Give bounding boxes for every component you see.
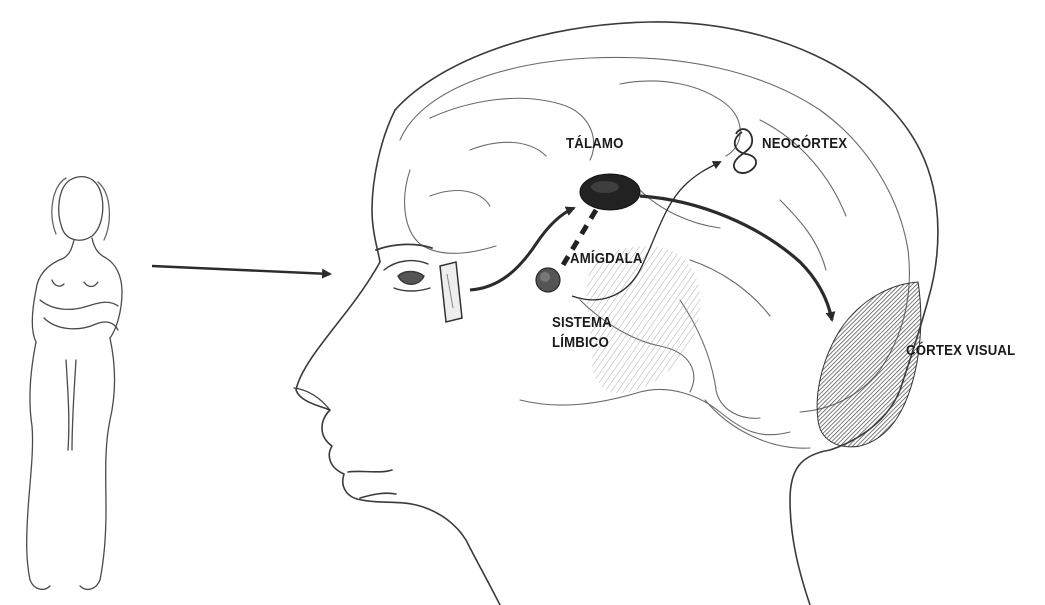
label-neocortex: NEOCÓRTEX xyxy=(762,135,847,152)
amygdala-highlight xyxy=(540,272,550,282)
neocortex-icon xyxy=(734,129,756,173)
visual-input-arrow xyxy=(152,266,330,274)
visual-cortex-region xyxy=(817,282,921,447)
label-talamo: TÁLAMO xyxy=(566,135,624,152)
eye xyxy=(376,244,432,291)
label-sistema-limbico: SISTEMA LÍMBICO xyxy=(552,313,612,353)
label-sistema-line2: LÍMBICO xyxy=(552,333,612,353)
retina-plate xyxy=(440,262,462,322)
thalamus-highlight xyxy=(591,181,619,193)
label-cortex-visual: CÓRTEX VISUAL xyxy=(906,342,1015,359)
label-sistema-line1: SISTEMA xyxy=(552,313,612,333)
woman-figure xyxy=(27,177,122,590)
label-amigdala: AMÍGDALA xyxy=(570,250,643,267)
